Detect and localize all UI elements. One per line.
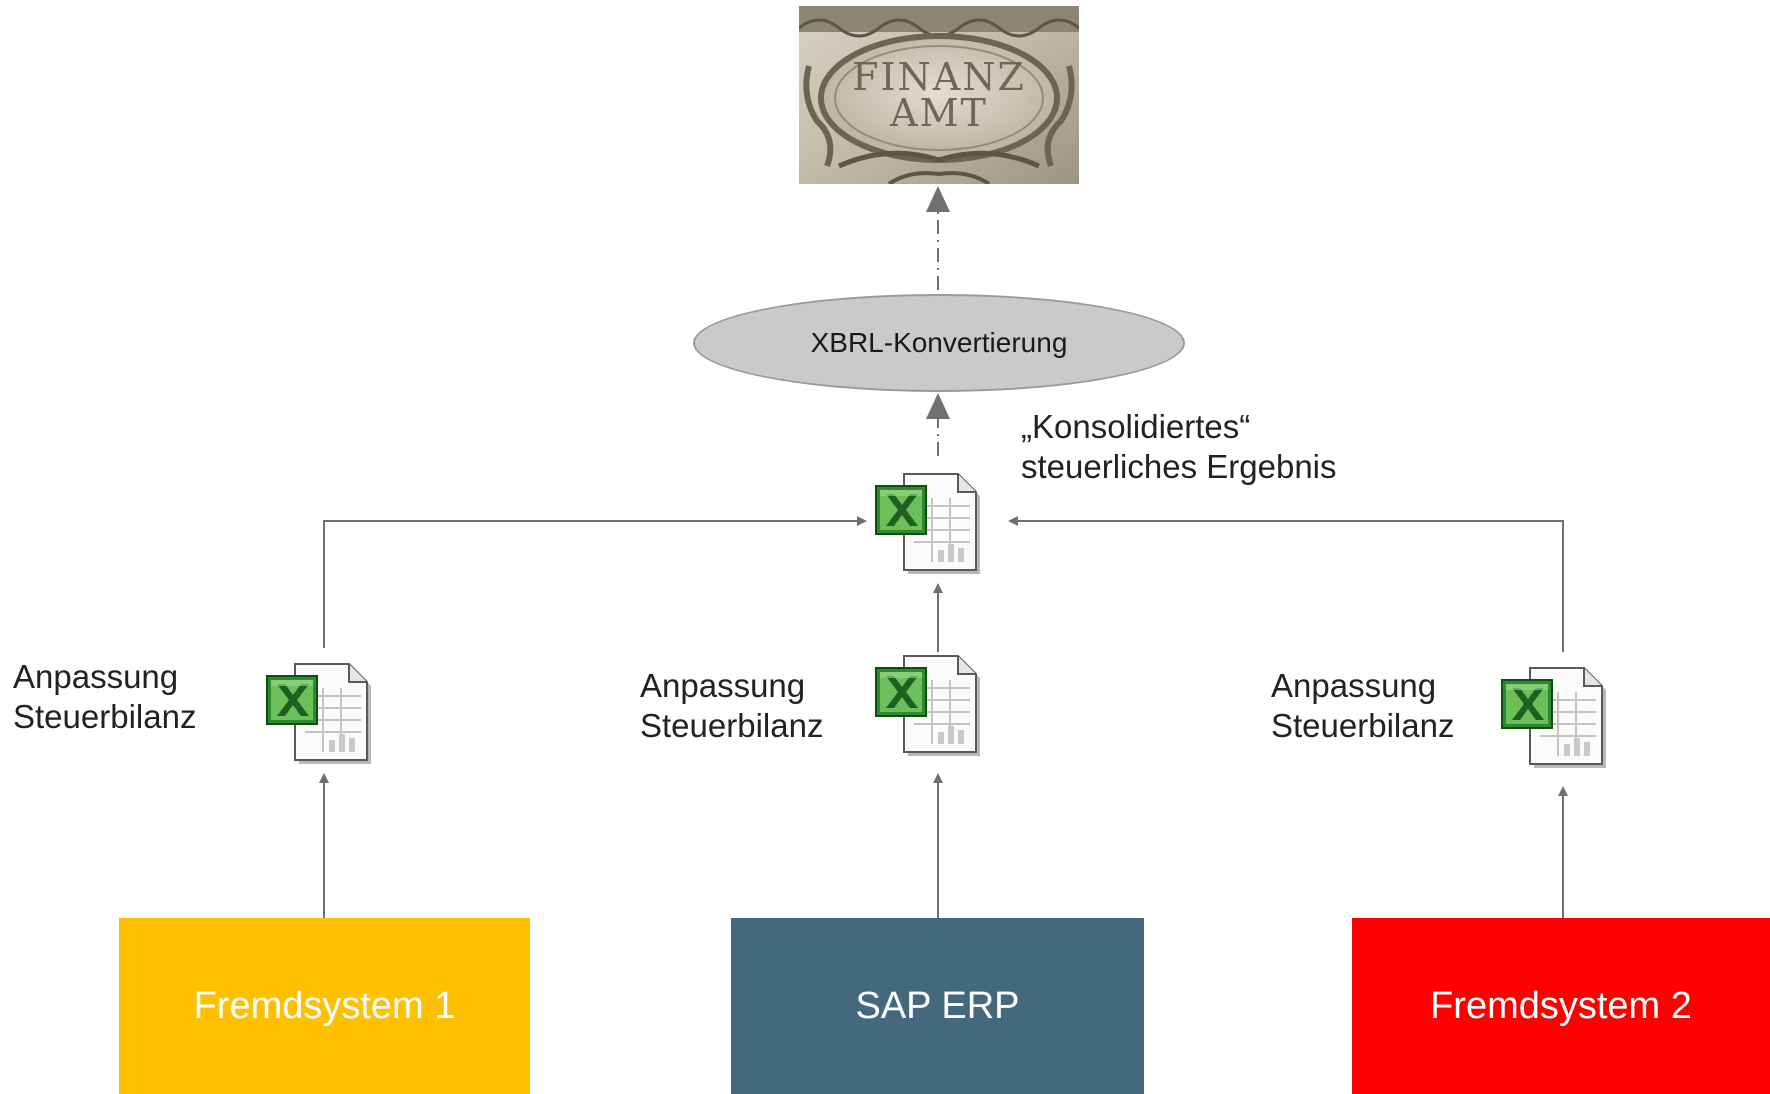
adjustment-label-3: Anpassung Steuerbilanz [1271,666,1454,747]
consolidated-excel-file-icon [874,470,984,580]
adjustment-3-line1: Anpassung [1271,667,1437,704]
consolidated-line2: steuerliches Ergebnis [1021,448,1337,486]
tax-office-image: FINANZ AMT [799,6,1079,184]
xbrl-converter-label: XBRL-Konvertierung [810,327,1068,358]
adjustment-1-line1: Anpassung [13,658,179,695]
adjustment-1-excel-file-icon [265,660,375,770]
source-system-2: Fremdsystem 2 [1352,918,1770,1094]
adjustment-3-excel-file-icon [1500,664,1610,774]
source-system-1-label: Fremdsystem 1 [193,984,456,1027]
adjustment-label-2: Anpassung Steuerbilanz [640,666,823,747]
source-system-sap: SAP ERP [731,918,1144,1094]
source-system-sap-label: SAP ERP [855,984,1020,1027]
consolidated-result-label: „Konsolidiertes“ steuerliches Ergebnis [1021,407,1337,488]
adjustment-2-excel-file-icon [874,652,984,762]
source-system-1: Fremdsystem 1 [119,918,530,1094]
adjustment-2-line2: Steuerbilanz [640,707,824,745]
arrow-adjustment1-to-consolidated [323,516,867,648]
tax-office-line2: AMT [889,91,988,135]
arrow-adjustment3-to-consolidated [1008,516,1564,652]
source-system-2-label: Fremdsystem 2 [1430,984,1692,1027]
xbrl-converter: XBRL-Konvertierung [693,294,1185,392]
tax-office-line1: FINANZ [852,55,1026,99]
adjustment-1-line2: Steuerbilanz [13,698,197,736]
adjustment-3-line2: Steuerbilanz [1271,707,1455,745]
consolidated-line1: „Konsolidiertes“ [1021,408,1251,445]
adjustment-label-1: Anpassung Steuerbilanz [13,657,196,738]
adjustment-2-line1: Anpassung [640,667,806,704]
